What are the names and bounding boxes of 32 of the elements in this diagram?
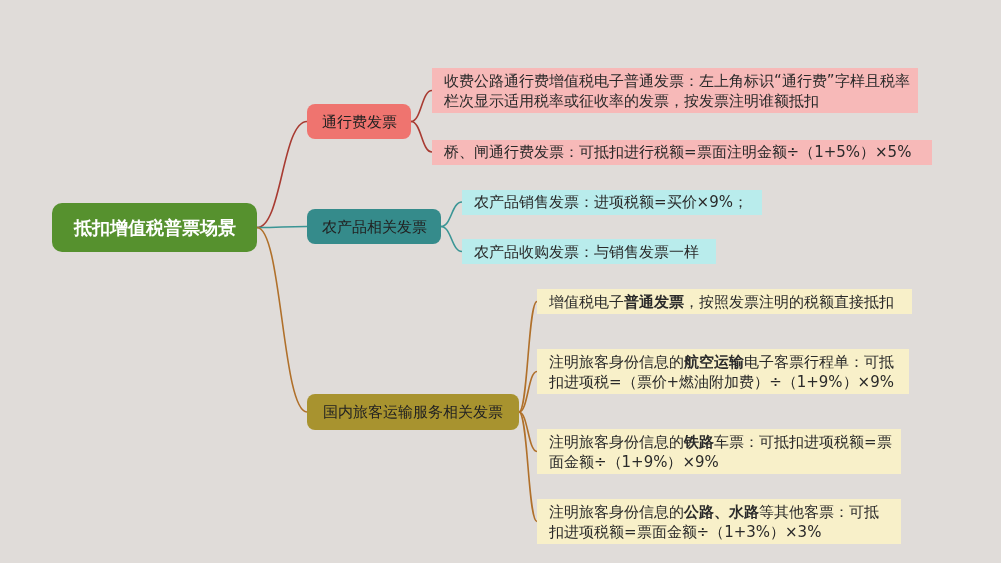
connector-line [518, 300, 538, 413]
detail-box [537, 499, 901, 544]
branch-topic-box [307, 209, 441, 244]
detail-text: 农产品销售发票：进项税额=买价×9%； [474, 192, 748, 212]
detail-box [432, 139, 932, 165]
connector-line [410, 120, 433, 153]
connector-line [440, 201, 463, 228]
topic-text: 抵扣增值税普票场景 [73, 217, 236, 238]
topic-text: 农产品相关发票 [321, 216, 427, 237]
detail-text: 收费公路通行费增值税电子普通发票：左上角标识“通行费”字样且税率栏次显示适用税率或征收率的发票，按发票注明谁额抵扣 [444, 70, 910, 111]
detail-text: 注明旅客身份信息的航空运输电子客票行程单：可抵扣进项税=（票价+燃油附加费）÷（1+9%）×9% [549, 351, 895, 392]
detail-text: 增值税电子普通发票，按照发票注明的税额直接抵扣 [549, 291, 894, 312]
detail-text: 注明旅客身份信息的铁路车票：可抵扣进项税额=票面金额÷（1+9%）×9% [549, 431, 893, 472]
branch-topic-box [307, 394, 519, 430]
connector-line [518, 411, 538, 453]
detail-text: 农产品收购发票：与销售发票一样 [474, 241, 699, 262]
detail-box [537, 289, 912, 314]
branch-topic-box [307, 104, 411, 139]
root-topic-box [52, 203, 257, 252]
topic-text: 国内旅客运输服务相关发票 [323, 402, 503, 422]
detail-box [462, 189, 762, 215]
connector-line [518, 370, 538, 413]
connector-line [410, 89, 433, 123]
detail-box [537, 349, 909, 394]
connector-line [440, 225, 463, 253]
connector-line [518, 411, 538, 523]
connector-line [256, 120, 308, 229]
connector-line [256, 226, 308, 413]
detail-box [462, 239, 716, 264]
detail-text: 注明旅客身份信息的公路、水路等其他客票：可抵扣进项税额=票面金额÷（1+3%）×3% [549, 501, 880, 542]
detail-text: 桥、闸通行费发票：可抵扣进行税额=票面注明金额÷（1+5%）×5% [444, 142, 912, 162]
topic-text: 通行费发票 [321, 111, 397, 132]
